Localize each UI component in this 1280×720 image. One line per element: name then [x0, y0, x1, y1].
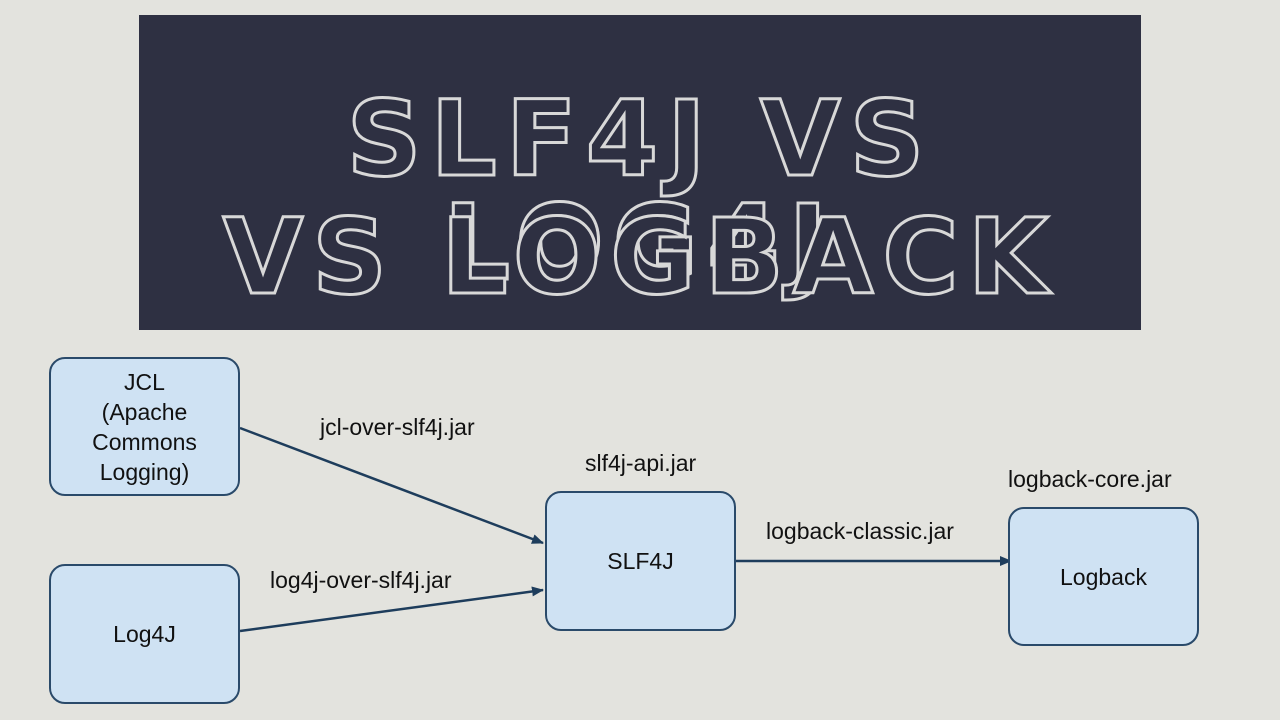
title-banner: SLF4J VS LOG4J VS LOGBACK — [139, 15, 1141, 330]
edge-label-logback-classic: logback-classic.jar — [766, 518, 954, 544]
node-label-slf4j-api: slf4j-api.jar — [585, 450, 697, 476]
arrow-log4j-to-slf4j — [239, 586, 544, 633]
slf4j-node: SLF4J — [545, 491, 736, 631]
edge-label-jcl-over-slf4j: jcl-over-slf4j.jar — [320, 414, 475, 440]
title-line-2: VS LOGBACK — [221, 196, 1058, 318]
arrow-jcl-to-slf4j — [239, 426, 544, 545]
jcl-node: JCL (Apache Commons Logging) — [49, 357, 240, 496]
edge-label-log4j-over-slf4j: log4j-over-slf4j.jar — [270, 567, 452, 593]
title-line-1: SLF4J VS LOG4J — [345, 78, 934, 304]
logback-node: Logback — [1008, 507, 1199, 646]
node-label-logback-core: logback-core.jar — [1008, 466, 1172, 492]
log4j-node: Log4J — [49, 564, 240, 704]
